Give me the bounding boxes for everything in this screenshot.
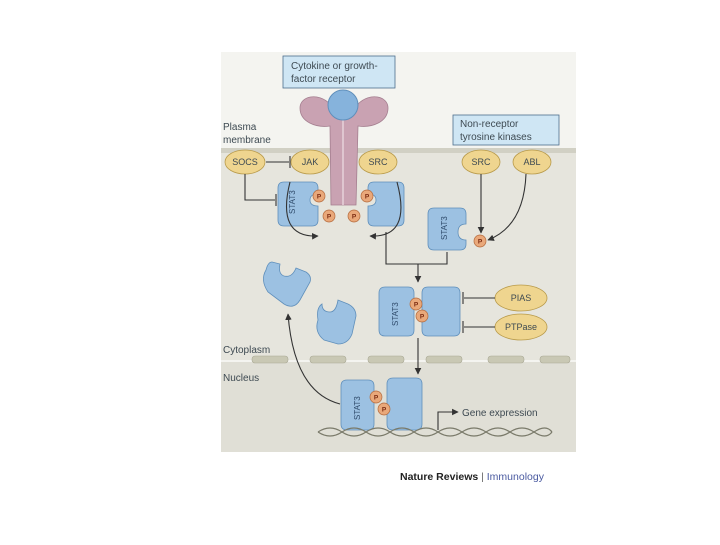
svg-text:P: P	[382, 407, 387, 414]
stat3-label-receptor: STAT3	[288, 190, 297, 214]
stat3-monomer-free	[316, 299, 357, 345]
abl-molecule: ABL	[512, 149, 552, 175]
phosphate-group: P	[369, 390, 383, 404]
svg-text:P: P	[365, 194, 370, 201]
receptor-to-dimer-arrow	[385, 232, 422, 283]
phosphate-group: P	[322, 209, 336, 223]
svg-text:P: P	[317, 194, 322, 201]
gene-expression-arrow	[437, 408, 459, 430]
socs-inhibits-stat3	[244, 174, 275, 201]
receptor-label-line1: Cytokine or growth-	[291, 61, 378, 72]
src-receptor-label: SRC	[368, 157, 388, 167]
stat3-cytoplasmic: STAT3	[427, 207, 467, 251]
jak-label: JAK	[302, 157, 319, 167]
stat3-receptor-left: STAT3	[277, 181, 319, 227]
phosphate-group: P	[312, 189, 326, 203]
cytokine-ligand	[327, 89, 359, 121]
stat3-recycling-arrow	[285, 313, 341, 405]
receptor-label-line2: factor receptor	[291, 74, 356, 85]
stat3-label-cytoplasmic: STAT3	[440, 216, 449, 240]
phosphate-group: P	[377, 402, 391, 416]
plasma-membrane	[221, 148, 576, 153]
src-phosphorylation-arrow	[369, 181, 402, 240]
journal-credit: Nature Reviews | Immunology	[400, 471, 545, 483]
src-receptor-molecule: SRC	[358, 149, 398, 175]
phosphate-group: P	[415, 309, 429, 323]
phosphate-group: P	[347, 209, 361, 223]
stat3-monomer-free	[263, 261, 311, 307]
socs-label: SOCS	[232, 157, 258, 167]
svg-text:P: P	[420, 314, 425, 321]
stat3-label-nucleus: STAT3	[353, 396, 362, 420]
kinases-label-box: Non-receptor tyrosine kinases	[452, 114, 560, 146]
svg-text:P: P	[414, 302, 419, 309]
pias-label: PIAS	[511, 293, 532, 303]
cytokine-receptor	[299, 89, 389, 206]
svg-text:P: P	[352, 214, 357, 221]
dna-helix	[317, 427, 553, 437]
src-cytoplasmic-molecule: SRC	[461, 149, 501, 175]
stat3-dimer-cytoplasm: STAT3	[378, 286, 461, 337]
stat3-label-dimer: STAT3	[391, 302, 400, 326]
src-cytoplasmic-label: SRC	[471, 157, 491, 167]
kinases-label-line2: tyrosine kinases	[460, 132, 532, 143]
jak-phosphorylation-arrow	[286, 181, 319, 240]
phosphate-group: P	[409, 297, 423, 311]
phosphate-group: P	[360, 189, 374, 203]
svg-text:P: P	[374, 395, 379, 402]
nucleus-label: Nucleus	[223, 373, 259, 384]
pias-molecule: PIAS	[494, 284, 548, 312]
abl-label: ABL	[523, 157, 540, 167]
plasma-membrane-label-line1: Plasma	[223, 122, 257, 133]
plasma-membrane-label-line2: membrane	[223, 135, 271, 146]
ptpase-molecule: PTPase	[494, 313, 548, 341]
pathway-arrows	[244, 156, 527, 430]
abl-to-phosphate-arrow	[487, 173, 527, 241]
gene-expression-label: Gene expression	[462, 408, 538, 419]
svg-text:P: P	[478, 239, 483, 246]
jak-molecule: JAK	[290, 149, 330, 175]
kinases-label-line1: Non-receptor	[460, 119, 519, 130]
phosphate-group: P	[473, 234, 487, 248]
ptpase-label: PTPase	[505, 322, 537, 332]
nuclear-envelope	[251, 355, 571, 364]
receptor-label-box: Cytokine or growth- factor receptor	[282, 55, 396, 89]
stat3-dimer-nucleus: STAT3	[340, 377, 423, 431]
cytoplasmic-to-dimer-line	[418, 252, 448, 265]
cytoplasm-label: Cytoplasm	[223, 345, 270, 356]
svg-text:P: P	[327, 214, 332, 221]
socs-molecule: SOCS	[224, 149, 266, 175]
